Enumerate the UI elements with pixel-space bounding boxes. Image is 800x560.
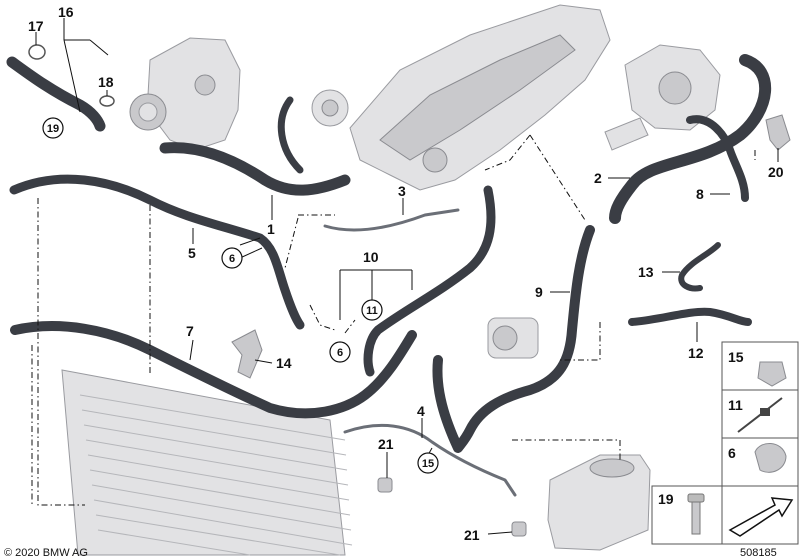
label-21a: 21 bbox=[378, 436, 394, 452]
screw-icon bbox=[687, 493, 705, 535]
leader-lines bbox=[35, 18, 779, 535]
hose-16 bbox=[6, 56, 106, 132]
hose-8 bbox=[686, 115, 749, 202]
radiator bbox=[61, 369, 353, 556]
clip-21b bbox=[511, 521, 527, 537]
hose-7 bbox=[10, 321, 417, 419]
label-10: 10 bbox=[363, 249, 379, 265]
legend-15: 15 bbox=[728, 349, 744, 365]
pump-near-hose-1 bbox=[311, 89, 349, 127]
label-14: 14 bbox=[276, 355, 292, 371]
intake-manifold bbox=[349, 4, 611, 191]
legend-19: 19 bbox=[658, 491, 674, 507]
hose-5 bbox=[9, 174, 305, 330]
circled-6a: 6 bbox=[229, 253, 235, 265]
arrow-icon bbox=[728, 497, 794, 537]
line-3 bbox=[323, 208, 460, 232]
o-ring-17 bbox=[28, 44, 46, 60]
clamp-icon bbox=[757, 361, 787, 387]
line-4 bbox=[343, 423, 517, 497]
diagram-number: 508185 bbox=[740, 547, 777, 559]
circled-labels: 19 6 11 6 15 bbox=[42, 117, 439, 474]
circled-6b: 6 bbox=[337, 347, 343, 359]
hose-13 bbox=[678, 242, 721, 292]
o-ring-18 bbox=[99, 95, 115, 107]
label-16: 16 bbox=[58, 4, 74, 20]
label-3: 3 bbox=[398, 183, 406, 199]
legend-6: 6 bbox=[728, 445, 736, 461]
label-9: 9 bbox=[535, 284, 543, 300]
bracket-20 bbox=[765, 114, 791, 151]
cable-tie-icon bbox=[737, 397, 783, 433]
part-labels: 16 17 18 1 3 5 10 2 8 20 9 13 12 7 14 4 … bbox=[28, 4, 784, 543]
copyright: © 2020 BMW AG bbox=[4, 547, 88, 559]
label-18: 18 bbox=[98, 74, 114, 90]
circled-19: 19 bbox=[47, 123, 59, 135]
label-17: 17 bbox=[28, 18, 44, 34]
water-pump-housing bbox=[129, 37, 241, 151]
clip-21a bbox=[377, 477, 393, 493]
hose-2 bbox=[609, 54, 772, 224]
label-4: 4 bbox=[417, 403, 425, 419]
expansion-tank bbox=[547, 454, 651, 551]
legend-panel: 15 11 6 19 bbox=[651, 341, 799, 545]
hose-10 bbox=[363, 185, 496, 377]
circled-11: 11 bbox=[366, 305, 378, 317]
label-12: 12 bbox=[688, 345, 704, 361]
label-13: 13 bbox=[638, 264, 654, 280]
label-21b: 21 bbox=[464, 527, 480, 543]
label-7: 7 bbox=[186, 323, 194, 339]
legend-11: 11 bbox=[728, 397, 743, 413]
circled-15: 15 bbox=[422, 458, 434, 470]
hose-12 bbox=[628, 307, 752, 326]
hose-clip-icon bbox=[754, 443, 787, 473]
electric-water-pump bbox=[487, 317, 539, 359]
thermostat-housing bbox=[604, 44, 721, 151]
label-20: 20 bbox=[768, 164, 784, 180]
label-1: 1 bbox=[267, 221, 275, 237]
label-8: 8 bbox=[696, 186, 704, 202]
hose-1 bbox=[159, 96, 351, 196]
hose-9 bbox=[432, 225, 595, 453]
label-2: 2 bbox=[594, 170, 602, 186]
label-5: 5 bbox=[188, 245, 196, 261]
bracket-14 bbox=[231, 329, 263, 379]
connection-lines bbox=[31, 134, 756, 506]
